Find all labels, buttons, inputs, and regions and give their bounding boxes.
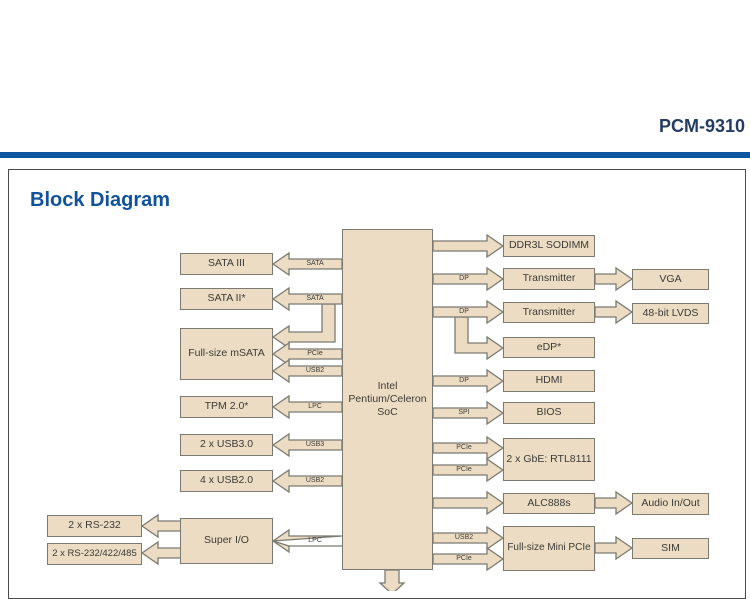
block-transmitter-lvds: Transmitter: [503, 302, 595, 323]
arrow-dp-branch-to-edp: [454, 316, 505, 361]
arrow-usb2-to-usb2ports: [271, 468, 343, 494]
bus-label-usb2-msata: USB2: [305, 367, 325, 375]
block-alc888s: ALC888s: [503, 493, 595, 514]
arrow-usb2-to-msata: [271, 358, 343, 384]
arrow-pcie-to-minipcie: [432, 546, 505, 572]
block-usb2-ports: 4 x USB2.0: [180, 470, 273, 492]
arrow-dp-to-transmitter2: [432, 299, 505, 325]
arrow-lpc-to-superio: [271, 528, 343, 554]
arrow-spi-to-bios: [432, 400, 505, 426]
arrow-pcie-to-gbe-1: [432, 435, 505, 461]
block-sim: SIM: [632, 538, 709, 559]
bus-label-dp-hdmi: DP: [459, 377, 469, 385]
block-transmitter-vga: Transmitter: [503, 268, 595, 290]
arrow-minipcie-to-sim: [594, 535, 634, 561]
block-tpm: TPM 2.0*: [180, 396, 273, 418]
bus-label-lpc-superio: LPC: [308, 537, 322, 545]
arrow-transmitter-to-lvds: [594, 299, 634, 325]
arrow-pcie-to-msata: [271, 341, 343, 367]
bus-label-pcie-gbe1: PCIe: [456, 444, 472, 452]
bus-label-usb2-minipcie: USB2: [454, 534, 474, 542]
bus-label-sata-2: SATA: [306, 295, 324, 303]
arrow-usb2-to-minipcie: [432, 525, 505, 551]
block-sata-ii: SATA II*: [180, 288, 273, 310]
arrow-superio-to-rs232: [140, 513, 182, 539]
bus-label-pcie-gbe2: PCIe: [456, 466, 472, 474]
block-audio-in-out: Audio In/Out: [632, 493, 709, 515]
bus-label-pcie-msata: PCIe: [307, 350, 323, 358]
arrow-transmitter-to-vga: [594, 266, 634, 292]
block-usb3-ports: 2 x USB3.0: [180, 434, 273, 456]
block-48bit-lvds: 48-bit LVDS: [632, 303, 709, 324]
arrow-soc-bottom-stub: [378, 569, 406, 591]
block-edp: eDP*: [503, 337, 595, 358]
arrow-alc-to-audio: [594, 490, 634, 516]
product-title: PCM-9310: [658, 116, 745, 136]
block-hdmi: HDMI: [503, 370, 595, 392]
bus-label-lpc-tpm: LPC: [308, 403, 322, 411]
bus-label-pcie-minipcie: PCIe: [456, 555, 472, 563]
bus-label-dp-1: DP: [459, 275, 469, 283]
block-full-size-mini-pcie: Full-size Mini PCIe: [503, 526, 595, 571]
block-rs232: 2 x RS-232: [47, 515, 142, 537]
section-title: Block Diagram: [30, 189, 171, 211]
bus-label-usb3: USB3: [305, 441, 325, 449]
arrow-to-ddr3l: [432, 233, 505, 259]
bus-label-usb2: USB2: [305, 477, 325, 485]
block-soc: Intel Pentium/Celeron SoC: [342, 229, 433, 570]
arrow-superio-to-rs485: [140, 540, 182, 566]
block-sata-iii: SATA III: [180, 253, 273, 275]
block-gbe: 2 x GbE: RTL8111: [503, 438, 595, 481]
arrow-dp-to-transmitter1: [432, 266, 505, 292]
block-super-io: Super I/O: [180, 518, 273, 564]
bus-label-spi: SPI: [458, 409, 470, 417]
arrow-dp-to-hdmi: [432, 368, 505, 394]
arrow-pcie-to-gbe-2: [432, 457, 505, 483]
block-ddr3l-sodimm: DDR3L SODIMM: [503, 235, 595, 257]
arrow-lpc-to-tpm: [271, 394, 343, 420]
arrow-usb3-to-usb3ports: [271, 432, 343, 458]
header-divider-rule: [0, 152, 750, 158]
block-rs232-422-485: 2 x RS-232/422/485: [47, 543, 142, 565]
block-bios: BIOS: [503, 402, 595, 424]
bus-label-sata-1: SATA: [306, 260, 324, 268]
bus-label-dp-2: DP: [459, 308, 469, 316]
arrow-sata-to-sata3: [271, 251, 343, 277]
block-full-size-msata: Full-size mSATA: [180, 328, 273, 380]
arrow-sata-to-sata2: [271, 286, 343, 312]
arrow-sata-branch-to-msata: [271, 303, 336, 350]
arrow-to-alc888s: [432, 490, 505, 516]
block-vga: VGA: [632, 269, 709, 290]
